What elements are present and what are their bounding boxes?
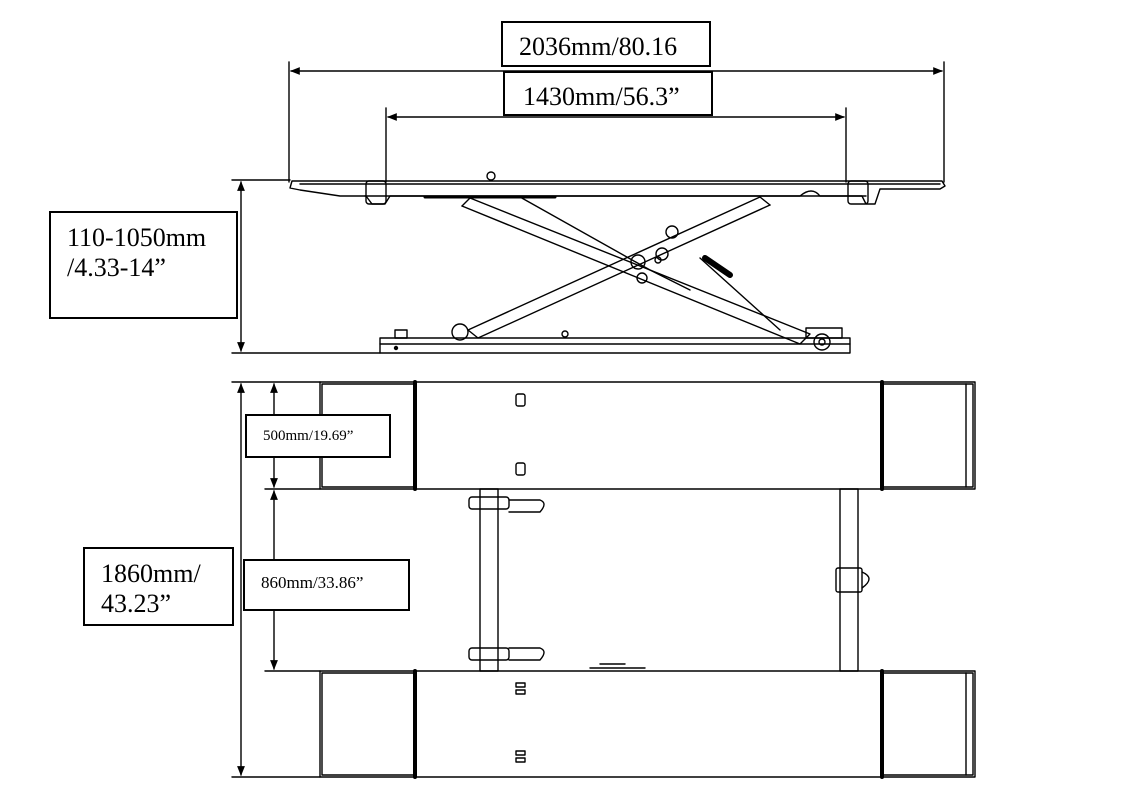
platform-width-label: 500mm/19.69”	[245, 414, 391, 458]
overall-width-dimension-line	[232, 382, 320, 777]
lift-height-text-line-2: /4.33-14”	[67, 252, 166, 282]
overall-length-label: 2036mm/80.16	[501, 21, 711, 67]
overall-width-text-line-1: 1860mm/	[101, 559, 201, 588]
inner-gap-label: 860mm/33.86”	[243, 559, 410, 611]
overall-width-label: 1860mm/ 43.23”	[83, 547, 234, 626]
platform-spacing-label: 1430mm/56.3”	[503, 71, 713, 116]
platform-width-text: 500mm/19.69”	[263, 428, 354, 444]
scissor-arms	[462, 197, 810, 344]
side-elevation-view	[232, 62, 945, 353]
upper-runway	[320, 382, 975, 489]
platform-spacing-dimension-line	[386, 108, 846, 182]
cross-members	[469, 489, 869, 671]
platform-spacing-text: 1430mm/56.3”	[523, 82, 680, 111]
lower-runway	[320, 671, 975, 777]
lift-height-dimension-line	[232, 180, 380, 353]
overall-width-text-line-2: 43.23”	[101, 588, 172, 618]
overall-length-text: 2036mm/80.16	[519, 32, 678, 61]
top-platform	[290, 172, 945, 204]
lift-height-label: 110-1050mm /4.33-14”	[49, 211, 238, 319]
base-frame	[380, 324, 850, 353]
lift-height-text-line-1: 110-1050mm	[67, 223, 207, 252]
inner-gap-text: 860mm/33.86”	[261, 573, 364, 592]
